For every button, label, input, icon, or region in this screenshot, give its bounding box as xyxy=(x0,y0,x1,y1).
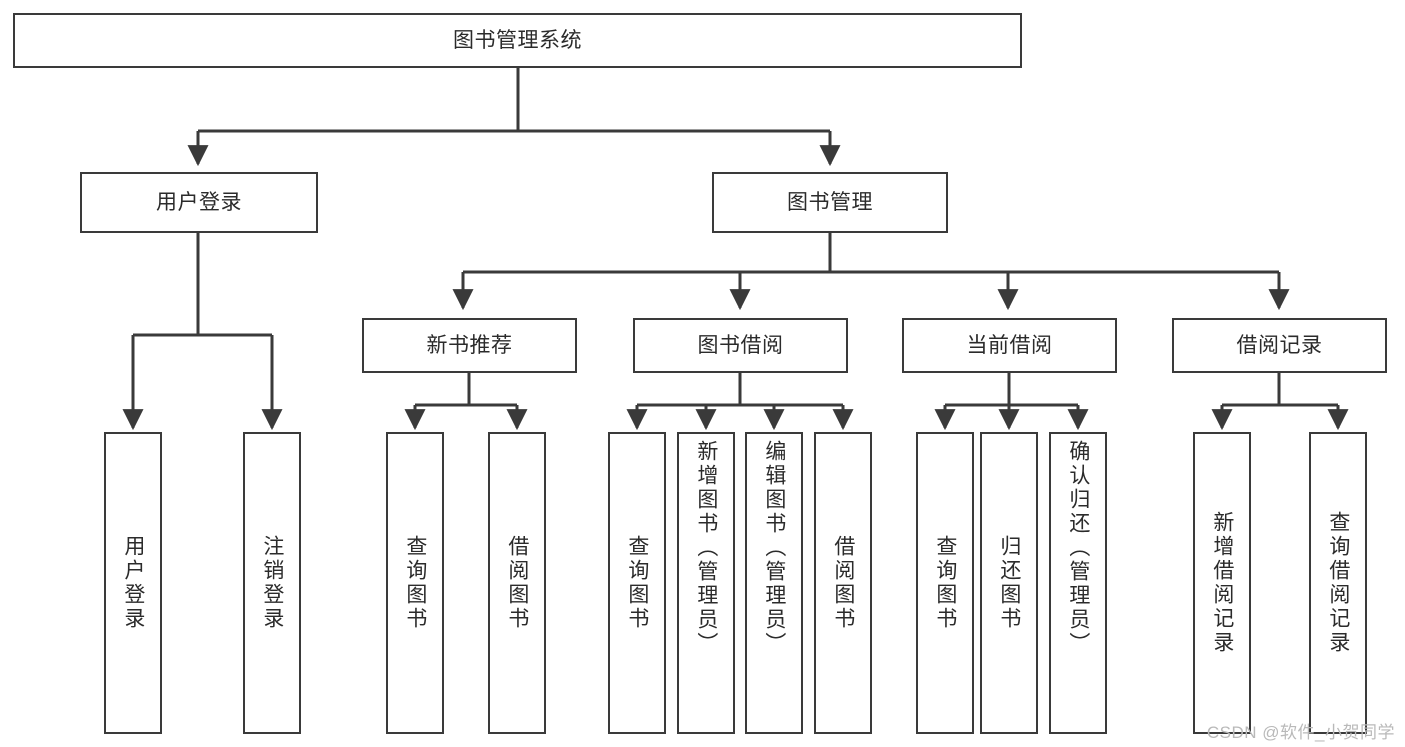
node-leaf-query-book-2-label: 查询图书 xyxy=(625,535,649,631)
node-leaf-query-book-1[interactable]: 查询图书 xyxy=(386,432,444,734)
node-book-management[interactable]: 图书管理 xyxy=(712,172,948,233)
node-root[interactable]: 图书管理系统 xyxy=(13,13,1022,68)
node-leaf-add-book-label: 新增图书（管理员） xyxy=(694,440,718,656)
node-leaf-borrow-book-2-label: 借阅图书 xyxy=(831,535,855,631)
node-new-book-recommend[interactable]: 新书推荐 xyxy=(362,318,577,373)
node-leaf-logout-login-label: 注销登录 xyxy=(260,535,284,631)
node-new-book-recommend-label: 新书推荐 xyxy=(426,333,513,357)
node-leaf-confirm-return[interactable]: 确认归还（管理员） xyxy=(1049,432,1107,734)
node-leaf-add-record-label: 新增借阅记录 xyxy=(1210,511,1234,655)
node-leaf-add-book[interactable]: 新增图书（管理员） xyxy=(677,432,735,734)
node-user-login-label: 用户登录 xyxy=(156,190,242,214)
node-leaf-user-login-label: 用户登录 xyxy=(121,535,145,631)
watermark-text: CSDN @软件_小贺同学 xyxy=(1206,723,1395,742)
node-book-borrow-label: 图书借阅 xyxy=(697,333,784,357)
node-book-borrow[interactable]: 图书借阅 xyxy=(633,318,848,373)
node-leaf-query-book-2[interactable]: 查询图书 xyxy=(608,432,666,734)
node-leaf-query-book-3-label: 查询图书 xyxy=(933,535,957,631)
node-leaf-query-book-3[interactable]: 查询图书 xyxy=(916,432,974,734)
node-current-borrow[interactable]: 当前借阅 xyxy=(902,318,1117,373)
node-book-management-label: 图书管理 xyxy=(787,190,873,214)
node-leaf-query-record-label: 查询借阅记录 xyxy=(1326,511,1350,655)
node-leaf-confirm-return-label: 确认归还（管理员） xyxy=(1066,440,1090,656)
node-leaf-logout-login[interactable]: 注销登录 xyxy=(243,432,301,734)
node-leaf-borrow-book-1[interactable]: 借阅图书 xyxy=(488,432,546,734)
node-root-label: 图书管理系统 xyxy=(453,28,582,52)
node-leaf-return-book[interactable]: 归还图书 xyxy=(980,432,1038,734)
node-leaf-user-login[interactable]: 用户登录 xyxy=(104,432,162,734)
node-user-login[interactable]: 用户登录 xyxy=(80,172,318,233)
node-leaf-edit-book-label: 编辑图书（管理员） xyxy=(762,440,786,656)
node-borrow-record-label: 借阅记录 xyxy=(1236,333,1323,357)
node-leaf-add-record[interactable]: 新增借阅记录 xyxy=(1193,432,1251,734)
node-leaf-query-record[interactable]: 查询借阅记录 xyxy=(1309,432,1367,734)
node-leaf-query-book-1-label: 查询图书 xyxy=(403,535,427,631)
node-leaf-borrow-book-1-label: 借阅图书 xyxy=(505,535,529,631)
node-leaf-return-book-label: 归还图书 xyxy=(997,535,1021,631)
node-borrow-record[interactable]: 借阅记录 xyxy=(1172,318,1387,373)
node-leaf-borrow-book-2[interactable]: 借阅图书 xyxy=(814,432,872,734)
node-leaf-edit-book[interactable]: 编辑图书（管理员） xyxy=(745,432,803,734)
node-current-borrow-label: 当前借阅 xyxy=(966,333,1053,357)
